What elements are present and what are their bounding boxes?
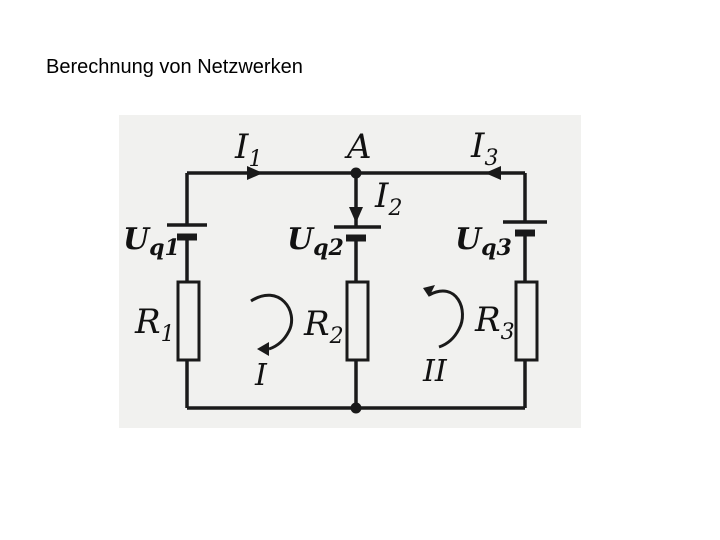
voltage-source-1-symbol: [167, 223, 207, 241]
voltage-source-2-symbol: [334, 225, 381, 242]
voltage-source-2-label: Uq2: [287, 222, 344, 261]
circuit-diagram: I1 A I2 I3 Uq1 Uq2 Uq3 R1 R2 R3 I II: [119, 115, 581, 428]
junction-node-bottom: [350, 402, 362, 414]
node-a-label: A: [344, 127, 372, 167]
voltage-source-3-symbol: [503, 220, 547, 237]
slide-title: Berechnung von Netzwerken: [46, 56, 303, 78]
voltage-source-3-label: Uq3: [455, 222, 512, 261]
voltage-source-1-label: Uq1: [123, 222, 180, 261]
current-2-label: I2: [374, 176, 402, 221]
current-3-label: I3: [470, 126, 498, 171]
junction-node-a: [350, 167, 362, 179]
current-3-arrow: [485, 166, 501, 180]
resistor-1-label: R1: [134, 302, 175, 347]
resistor-2-label: R2: [303, 304, 344, 349]
mesh-loop-1-arrow: [250, 293, 294, 356]
current-2-arrow: [349, 207, 363, 223]
mesh-loop-2-label: II: [422, 354, 448, 389]
resistor-2-symbol: [345, 280, 370, 362]
resistor-3-label: R3: [474, 300, 515, 345]
resistor-1-symbol: [176, 280, 201, 362]
mesh-loop-2-arrow: [423, 285, 464, 349]
current-1-arrow: [247, 166, 263, 180]
mesh-loop-1-label: I: [254, 358, 268, 393]
resistor-3-symbol: [514, 280, 539, 362]
circuit-diagram-svg: I1 A I2 I3 Uq1 Uq2 Uq3 R1 R2 R3 I II: [123, 126, 547, 414]
current-1-label: I1: [234, 127, 262, 172]
